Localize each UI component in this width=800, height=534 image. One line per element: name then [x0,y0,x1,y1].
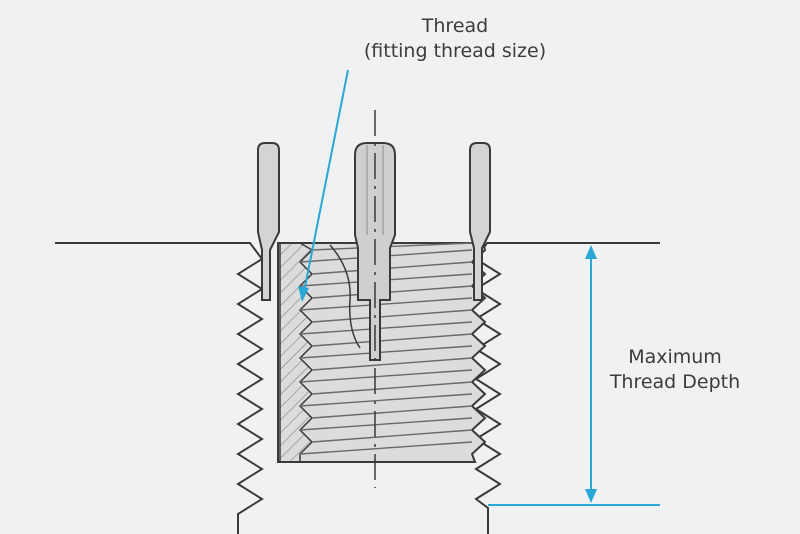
depth-label-line1: Maximum [628,346,722,368]
locking-key-left [257,142,280,301]
thread-title: Thread [421,15,489,37]
locking-key-right [469,142,491,301]
thread-callout-label: Thread (fitting thread size) [360,14,550,64]
cut-face-curve [329,244,361,349]
depth-label-line2: Thread Depth [609,371,741,393]
hole-thread-left [236,258,264,534]
internal-thread-lines [299,242,473,455]
thread-subtitle: (fitting thread size) [363,40,547,62]
thread-depth-label: Maximum Thread Depth [600,345,750,395]
depth-dimension-arrow [585,245,597,503]
thread-leader-arrow [298,69,349,302]
hole-thread-right [474,258,502,534]
thread-insert [277,242,487,463]
